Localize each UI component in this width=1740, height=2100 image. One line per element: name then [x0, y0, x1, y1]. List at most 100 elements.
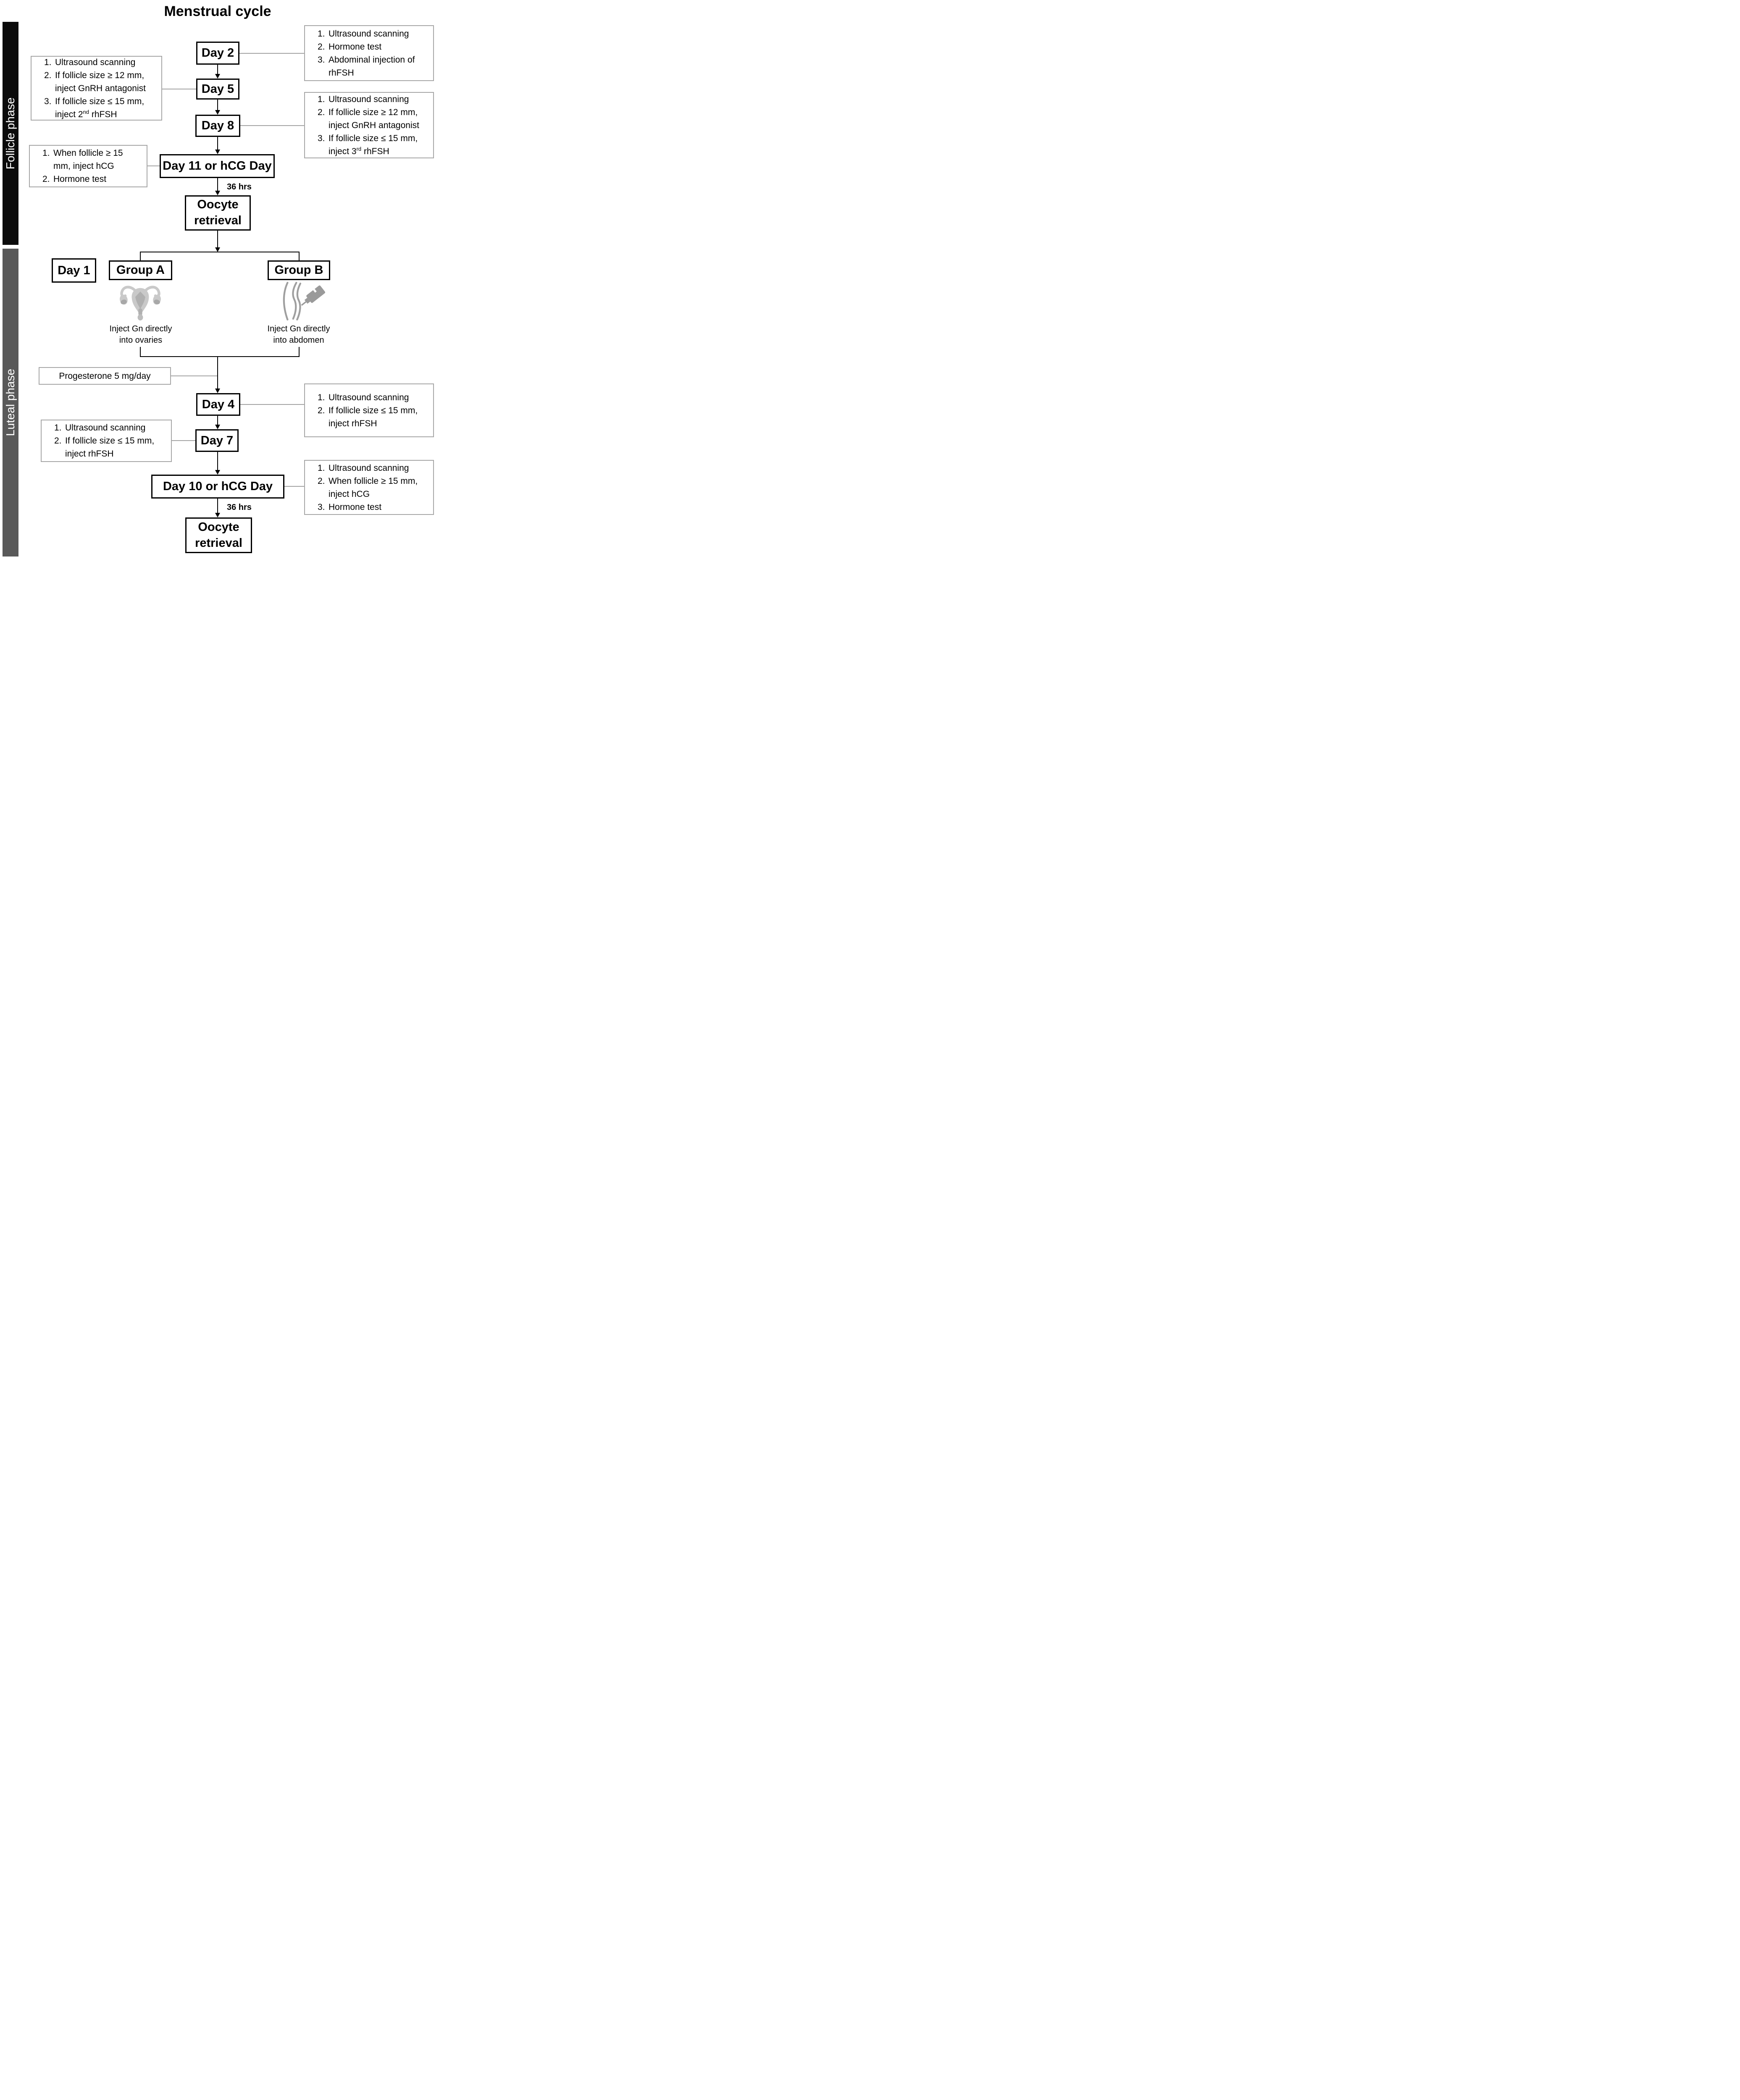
arrowhead	[215, 110, 220, 115]
note-item-number: 2.	[318, 42, 325, 52]
note-item: 2.When follicle ≥ 15 mm, inject hCG	[318, 475, 428, 501]
note-day10-right: 1. Ultrasound scanning 2.When follicle ≥ …	[304, 460, 434, 515]
day-1-box: Day 1	[52, 258, 96, 283]
note-item-number: 2.	[44, 70, 52, 80]
arrow-day4-day7	[217, 416, 218, 425]
note-day11-left: 1.When follicle ≥ 15 mm, inject hCG 2.Ho…	[29, 145, 147, 187]
arrow-day7-day10	[217, 452, 218, 471]
note-item-number: 3.	[44, 96, 52, 106]
arrow-day10-oocyte	[217, 499, 218, 514]
note-item: 1. Ultrasound scanning	[318, 391, 428, 404]
note-day8-right: 1.Ultrasound scanning 2.If follicle size…	[304, 92, 434, 158]
note-item-text: If follicle size ≤ 15 mm, inject rhFSH	[65, 436, 155, 459]
note-item: 2. Hormone test	[318, 40, 428, 53]
note-text-post: rhFSH	[89, 109, 117, 119]
note-item: 3. Abdominal injection of rhFSH	[318, 53, 428, 79]
arrowhead	[215, 191, 220, 195]
oocyte-retrieval-bottom-label: Oocyte retrieval	[195, 520, 242, 550]
branch-to-group-a	[140, 252, 141, 260]
ordinal-superscript: nd	[83, 108, 89, 115]
note-item-text: Ultrasound scanning	[65, 423, 146, 433]
day-11-hcg-box: Day 11 or hCG Day	[160, 154, 275, 178]
ordinal-superscript: rd	[356, 145, 362, 152]
menstrual-cycle-flowchart: Menstrual cycle Follicle phase Luteal ph…	[0, 0, 435, 559]
note-item: 2.If follicle size ≤ 15 mm, inject rhFSH	[318, 404, 428, 430]
day-11-label: Day 11 or hCG Day	[163, 159, 272, 173]
note-item-text: Hormone test	[329, 502, 382, 512]
note-item-text: Ultrasound scanning	[329, 392, 409, 402]
connector-day4-note	[240, 404, 304, 405]
note-item-text: Hormone test	[53, 174, 107, 184]
note-item: 3. If follicle size ≤ 15 mm, inject 3rd r…	[318, 132, 428, 158]
note-item: 3.If follicle size ≤ 15 mm, inject 2nd r…	[44, 95, 156, 121]
note-item-text: If follicle size ≤ 15 mm, inject 2nd rhF…	[55, 95, 156, 121]
day-5-box: Day 5	[196, 79, 239, 100]
note-item-text: Ultrasound scanning	[55, 57, 136, 67]
note-item-number: 1.	[318, 392, 325, 402]
arrow-day11-oocyte	[217, 178, 218, 192]
note-item: 2.If follicle size ≥ 12 mm, inject GnRH …	[44, 69, 156, 95]
connector-day7-note	[172, 440, 195, 441]
connector-day10-note	[284, 486, 304, 487]
uterus-ovaries-icon	[120, 286, 161, 321]
arrowhead	[215, 247, 220, 252]
note-item-text: When follicle ≥ 15 mm, inject hCG	[53, 148, 123, 171]
note-item-number: 1.	[318, 463, 325, 473]
connector-day8-note	[240, 125, 304, 126]
group-a-box: Group A	[109, 260, 172, 280]
group-b-merge-line	[299, 347, 300, 357]
note-item-text: If follicle size ≤ 15 mm, inject rhFSH	[329, 405, 418, 428]
connector-day11-note	[147, 165, 160, 166]
interval-label-top: 36 hrs	[227, 182, 252, 192]
arrow-merge-day4	[217, 357, 218, 389]
arrow-day5-day8	[217, 100, 218, 111]
note-text-pre: If follicle size ≤ 15 mm, inject 2	[55, 96, 145, 119]
arrowhead	[215, 150, 220, 154]
note-item-text: If follicle size ≤ 15 mm, inject 3rd rhF…	[329, 132, 428, 158]
note-item-number: 1.	[42, 148, 50, 158]
note-item-number: 1.	[318, 29, 325, 39]
progesterone-box: Progesterone 5 mg/day	[39, 367, 171, 385]
day-10-label: Day 10 or hCG Day	[163, 480, 273, 494]
note-item: 2.Hormone test	[42, 173, 142, 186]
note-item-text: When follicle ≥ 15 mm, inject hCG	[329, 476, 418, 499]
arrow-day8-day11	[217, 137, 218, 150]
day-1-label: Day 1	[58, 263, 90, 277]
arrowhead	[215, 388, 220, 393]
day-4-box: Day 4	[196, 393, 240, 416]
note-item-text: Abdominal injection of rhFSH	[329, 55, 415, 78]
group-a-merge-line	[140, 347, 141, 357]
note-item-number: 2.	[54, 436, 62, 446]
day-2-box: Day 2	[196, 42, 239, 65]
note-item: 3.Hormone test	[318, 501, 428, 514]
note-item-number: 3.	[318, 55, 325, 65]
oocyte-retrieval-top-box: Oocyte retrieval	[185, 195, 251, 231]
group-b-label: Group B	[274, 263, 323, 277]
note-item: 1.When follicle ≥ 15 mm, inject hCG	[42, 147, 142, 173]
note-item-text: Hormone test	[329, 42, 382, 52]
note-item: 2.If follicle size ≥ 12 mm, inject GnRH …	[318, 106, 428, 132]
note-day5-left: 1.Ultrasound scanning 2.If follicle size…	[31, 56, 162, 121]
note-item: 1.Ultrasound scanning	[44, 56, 156, 69]
note-item-number: 2.	[42, 174, 50, 184]
note-item-text: If follicle size ≥ 12 mm, inject GnRH an…	[329, 107, 419, 130]
group-b-box: Group B	[268, 260, 330, 280]
luteal-phase-bar: Luteal phase	[3, 249, 18, 556]
note-item: 2.If follicle size ≤ 15 mm, inject rhFSH	[54, 434, 166, 460]
interval-label-bottom: 36 hrs	[227, 503, 252, 512]
arrowhead	[215, 425, 220, 429]
group-a-label: Group A	[116, 263, 165, 277]
note-item-text: Ultrasound scanning	[329, 94, 409, 104]
arrowhead	[215, 513, 220, 517]
note-item: 1.Ultrasound scanning	[54, 421, 166, 434]
note-item-text: Ultrasound scanning	[329, 463, 409, 473]
note-text-pre: If follicle size ≤ 15 mm, inject 3	[329, 133, 418, 156]
oocyte-retrieval-top-label: Oocyte retrieval	[194, 198, 242, 227]
day-10-hcg-box: Day 10 or hCG Day	[151, 475, 284, 499]
abdomen-injection-icon	[283, 281, 326, 321]
day-7-box: Day 7	[195, 429, 239, 452]
note-item-number: 3.	[318, 133, 325, 143]
note-item-text: Ultrasound scanning	[329, 29, 409, 39]
follicle-phase-bar: Follicle phase	[3, 22, 18, 245]
connector-day2-note	[239, 53, 304, 54]
